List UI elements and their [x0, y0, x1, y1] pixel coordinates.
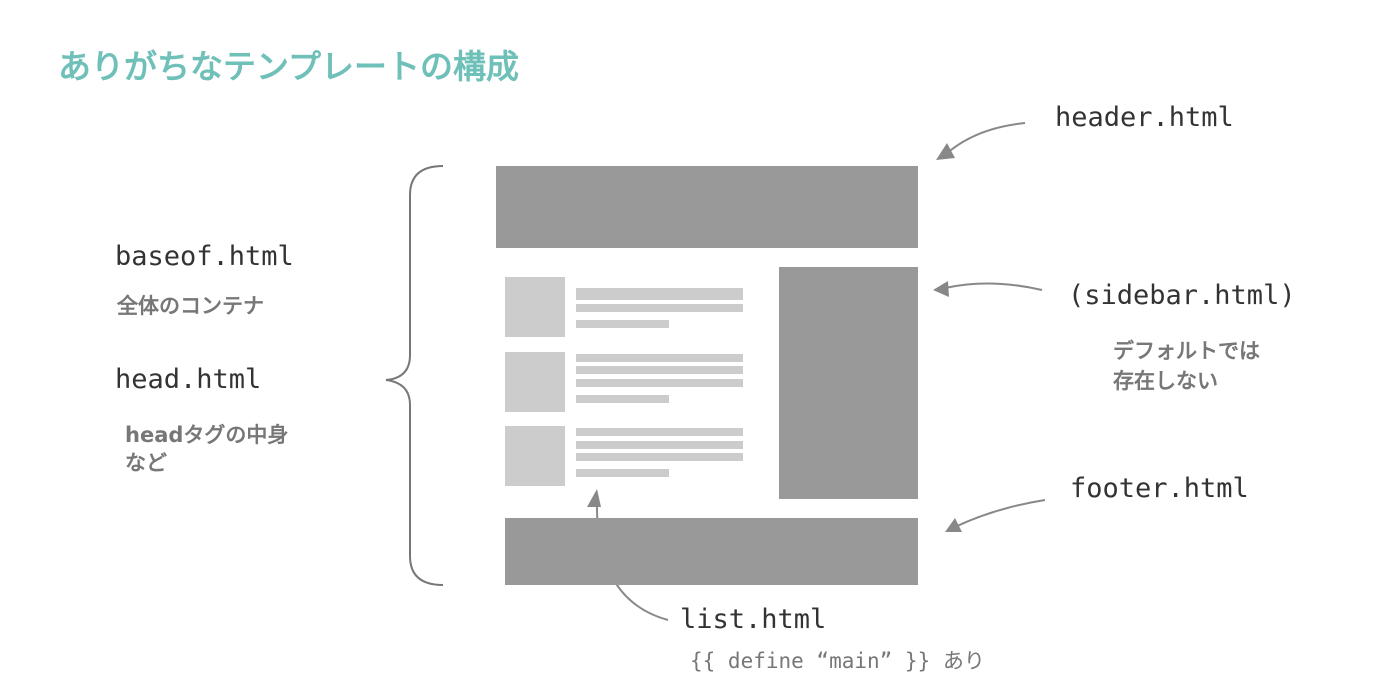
- thumbnail: [505, 426, 565, 486]
- header-block: [496, 166, 918, 248]
- head-note: headタグの中身: [125, 423, 289, 447]
- arrowhead-icon: [936, 143, 955, 160]
- page-title: ありがちなテンプレートの構成: [58, 47, 520, 86]
- arrowhead-icon: [945, 518, 962, 532]
- arrowhead-icon: [587, 489, 601, 507]
- thumbnail: [505, 352, 565, 412]
- head-note: など: [125, 451, 167, 475]
- text-line: [576, 304, 743, 312]
- footer-label: footer.html: [1070, 473, 1249, 504]
- sidebar-arrow: [944, 282, 1043, 291]
- text-line: [576, 395, 669, 403]
- text-line: [576, 469, 669, 477]
- text-line: [576, 288, 743, 300]
- text-line: [576, 453, 743, 461]
- thumbnail: [505, 277, 565, 337]
- text-line: [576, 366, 743, 374]
- text-line: [576, 320, 669, 328]
- text-line: [576, 354, 743, 362]
- text-line: [576, 428, 743, 436]
- list-note: {{ define “main” }} あり: [690, 649, 985, 673]
- arrowhead-icon: [933, 281, 949, 297]
- brace-icon: [385, 165, 444, 586]
- footer-block: [505, 518, 918, 585]
- sidebar-label: (sidebar.html): [1068, 280, 1296, 311]
- sidebar-note: デフォルトでは: [1113, 339, 1260, 363]
- sidebar-note: 存在しない: [1113, 369, 1218, 393]
- sidebar-block: [779, 267, 918, 499]
- text-line: [576, 441, 743, 449]
- head-label: head.html: [115, 364, 262, 395]
- header-label: header.html: [1055, 102, 1234, 133]
- footer-arrow: [954, 499, 1046, 528]
- text-line: [576, 379, 743, 387]
- baseof-label: baseof.html: [115, 241, 294, 272]
- baseof-note: 全体のコンテナ: [117, 294, 264, 318]
- header-arrow: [944, 122, 1026, 156]
- list-label: list.html: [680, 604, 827, 635]
